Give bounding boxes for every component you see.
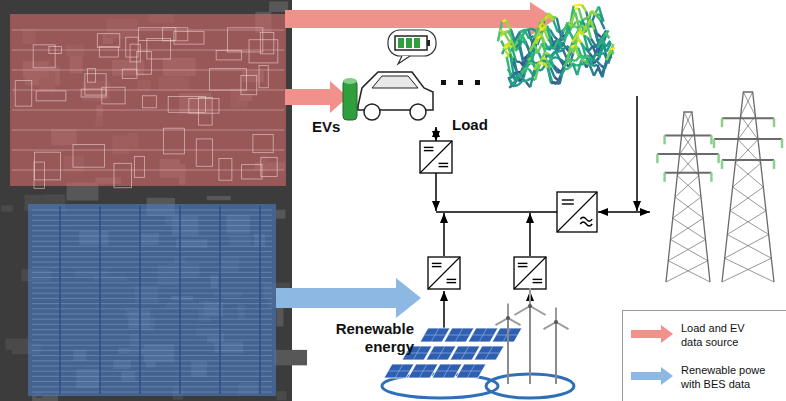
legend-text: Load and EV data source (681, 321, 757, 349)
legend-box: Load and EV data sourceRenewable powe wi… (622, 310, 786, 401)
ellipsis-dot (475, 80, 480, 85)
battery-icon (343, 78, 357, 84)
battery-bubble (388, 30, 436, 64)
legend-arrow (631, 325, 673, 343)
car-icon (358, 72, 433, 120)
wiring (436, 96, 650, 330)
diagram-label: Renewable energy (308, 320, 414, 356)
data-arrow (276, 278, 421, 318)
ellipsis-dot (441, 80, 446, 85)
solar-region (28, 204, 276, 396)
load-surface-plot (498, 5, 615, 88)
converter-symbols (420, 141, 597, 289)
battery-icon (343, 80, 357, 120)
wind-turbines (496, 288, 569, 384)
legend-arrow (631, 367, 673, 385)
diagram-label: Load (452, 116, 488, 134)
load-region (10, 14, 286, 186)
legend-text: Renewable powe with BES data (681, 363, 777, 391)
diagram-label: EVs (312, 118, 340, 136)
satellite-map (0, 0, 292, 401)
transmission-towers (657, 92, 782, 282)
ellipsis-dot (458, 80, 463, 85)
region-texture (32, 206, 272, 394)
region-texture (12, 28, 284, 189)
map-texture (1, 1, 307, 401)
data-arrow (285, 81, 348, 113)
